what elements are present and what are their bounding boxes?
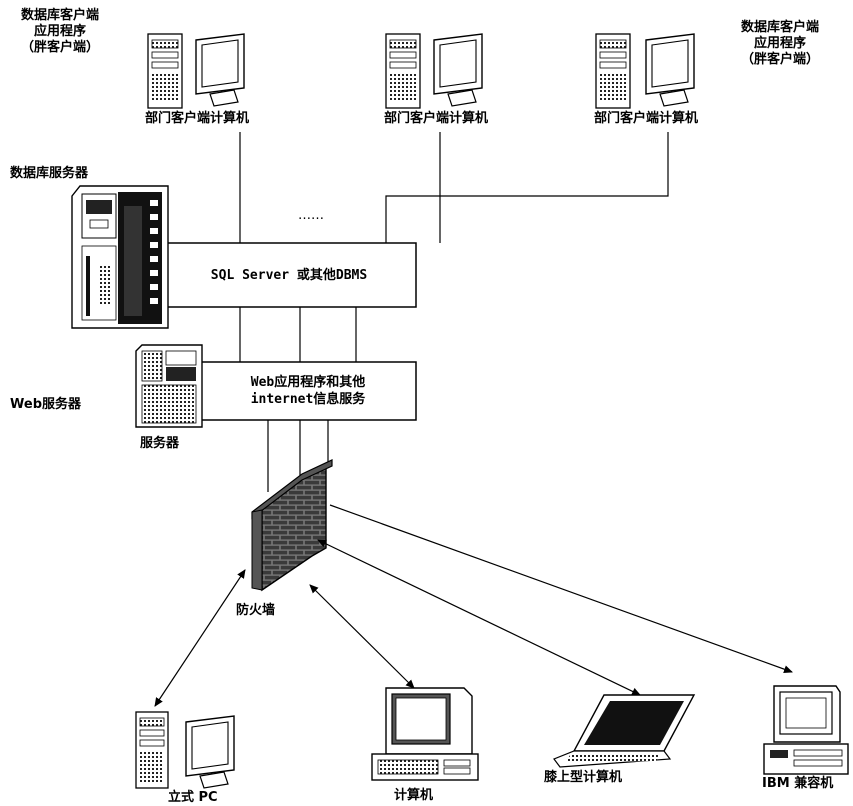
connection-lines (240, 132, 668, 492)
crt-desktop-icon (372, 688, 478, 780)
monitor-icon (196, 34, 244, 106)
tower-computer-icon (148, 34, 182, 108)
thick-client-right-label: 数据库客户端 应用程序 （胖客户端） (728, 20, 832, 68)
monitor-icon (646, 34, 694, 106)
crt-desktop-icon (764, 686, 848, 774)
arrow-fw-laptop (318, 540, 640, 695)
dept-computer-label: 部门客户端计算机 (384, 111, 488, 127)
dept-computer-label: 部门客户端计算机 (145, 111, 249, 127)
sql-server-box-text: SQL Server 或其他DBMS (162, 267, 416, 284)
arrow-fw-ibm (330, 505, 792, 672)
desktop-pc-label: 立式 PC (168, 790, 218, 806)
server-label: 服务器 (140, 436, 179, 452)
web-server-label: Web服务器 (10, 397, 81, 413)
tower-computer-icon (386, 34, 420, 108)
computer-label: 计算机 (394, 788, 433, 804)
firewall-label: 防火墙 (236, 603, 275, 619)
monitor-icon (186, 716, 234, 788)
laptop-icon (554, 695, 694, 767)
web-app-box-text: Web应用程序和其他 internet信息服务 (200, 374, 416, 408)
db-server-rack-icon (72, 186, 168, 328)
dept-computer-label: 部门客户端计算机 (594, 111, 698, 127)
link-client3-db (386, 132, 668, 243)
arrow-fw-desktop-pc (155, 570, 245, 706)
monitor-icon (434, 34, 482, 106)
tower-computer-icon (596, 34, 630, 108)
brick-firewall-icon (252, 460, 332, 590)
arrow-fw-computer (310, 585, 414, 688)
db-server-label: 数据库服务器 (10, 166, 88, 182)
web-server-icon (136, 345, 202, 427)
ellipsis-label: …… (298, 208, 324, 224)
thick-client-left-label: 数据库客户端 应用程序 （胖客户端） (8, 8, 112, 56)
laptop-label: 膝上型计算机 (544, 770, 622, 786)
ibm-compatible-label: IBM 兼容机 (762, 776, 833, 792)
tower-computer-icon (136, 712, 168, 788)
